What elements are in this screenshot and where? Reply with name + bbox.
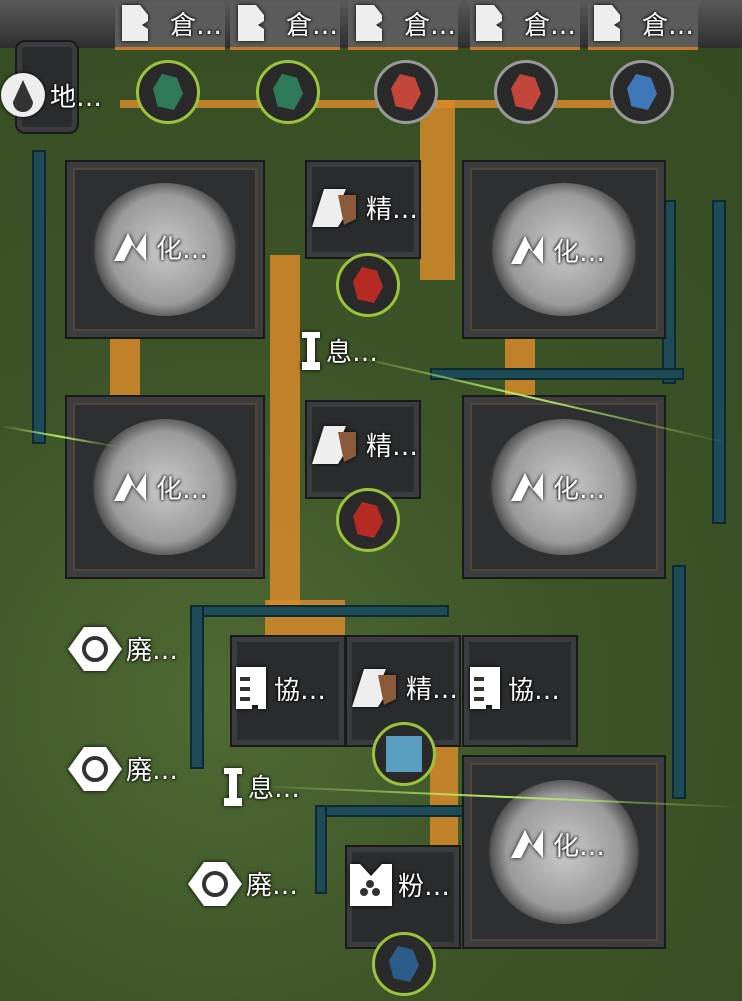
blue-cube-icon	[386, 736, 422, 772]
relay-label: 息…	[300, 328, 378, 372]
item-slot[interactable]	[372, 722, 436, 786]
conveyor-belt	[270, 255, 300, 605]
red-crystal-icon	[511, 74, 541, 110]
item-slot[interactable]	[374, 60, 438, 124]
green-ore-icon	[273, 74, 303, 110]
storage-icon	[122, 5, 148, 41]
item-slot[interactable]	[494, 60, 558, 124]
fluid-pipe	[315, 805, 469, 817]
waste-disposal-icon	[68, 747, 122, 791]
storage-label: 倉…	[590, 3, 694, 43]
grinder-label: 粉…	[348, 860, 450, 908]
waste-disposal-icon	[188, 862, 242, 906]
chem-label: 化…	[505, 465, 605, 509]
blue-crystal-icon	[627, 74, 657, 110]
chem-label: 化…	[108, 225, 208, 269]
fluid-pipe	[190, 605, 204, 769]
fitting-icon	[236, 667, 266, 709]
refiner-icon	[352, 669, 396, 707]
grinder-icon	[350, 864, 392, 906]
storage-icon	[238, 5, 264, 41]
chemical-icon	[114, 233, 146, 261]
refiner-label: 精…	[310, 422, 418, 466]
conveyor-belt	[420, 100, 455, 280]
fluid-pipe	[315, 805, 327, 894]
pump-label: 地…	[0, 72, 102, 118]
storage-label: 倉…	[118, 3, 222, 43]
chemical-plant-4[interactable]	[462, 395, 666, 579]
chemical-icon	[114, 473, 146, 501]
chemical-icon	[511, 236, 543, 264]
storage-label: 倉…	[352, 3, 456, 43]
chemical-plant-1[interactable]	[65, 160, 265, 339]
conveyor-belt	[505, 335, 535, 395]
chemical-plant-5[interactable]	[462, 755, 666, 949]
storage-label: 倉…	[234, 3, 338, 43]
waste-label: 廃…	[68, 625, 178, 671]
water-drop-icon	[1, 73, 45, 117]
item-slot[interactable]	[256, 60, 320, 124]
refiner-2[interactable]	[305, 400, 421, 499]
blue-ore-icon	[389, 946, 419, 982]
refiner-label: 精…	[350, 665, 458, 709]
chemical-plant-3[interactable]	[65, 395, 265, 579]
conveyor-belt	[110, 335, 140, 395]
chem-label: 化…	[505, 822, 605, 866]
waste-label: 廃…	[188, 860, 298, 906]
relay-tower-icon	[302, 332, 320, 370]
fluid-pipe	[672, 565, 686, 799]
storage-icon	[356, 5, 382, 41]
item-slot[interactable]	[336, 253, 400, 317]
red-crystal-icon	[391, 74, 421, 110]
refiner-icon	[312, 426, 356, 464]
chemical-icon	[511, 830, 543, 858]
chemical-plant-2[interactable]	[462, 160, 666, 339]
fluid-pipe	[195, 605, 449, 617]
waste-disposal-icon	[68, 627, 122, 671]
conveyor-belt	[120, 100, 620, 108]
chem-label: 化…	[505, 228, 605, 272]
refiner-label: 精…	[310, 185, 418, 229]
fluid-pipe	[712, 200, 726, 524]
fitting-icon	[470, 667, 500, 709]
item-slot[interactable]	[372, 932, 436, 996]
item-slot[interactable]	[136, 60, 200, 124]
fluid-pipe	[32, 150, 46, 444]
fluid-pipe	[430, 368, 684, 380]
coop-label: 協…	[468, 665, 560, 711]
relay-label: 息…	[222, 764, 300, 808]
refiner-icon	[312, 189, 356, 227]
storage-icon	[476, 5, 502, 41]
chem-label: 化…	[108, 465, 208, 509]
coop-label: 協…	[234, 665, 326, 711]
relay-tower-icon	[224, 768, 242, 806]
red-crystal-icon	[353, 267, 383, 303]
red-crystal-icon	[353, 502, 383, 538]
chemical-icon	[511, 473, 543, 501]
storage-label: 倉…	[472, 3, 576, 43]
waste-label: 廃…	[68, 745, 178, 791]
green-ore-icon	[153, 74, 183, 110]
item-slot[interactable]	[336, 488, 400, 552]
item-slot[interactable]	[610, 60, 674, 124]
storage-icon	[594, 5, 620, 41]
